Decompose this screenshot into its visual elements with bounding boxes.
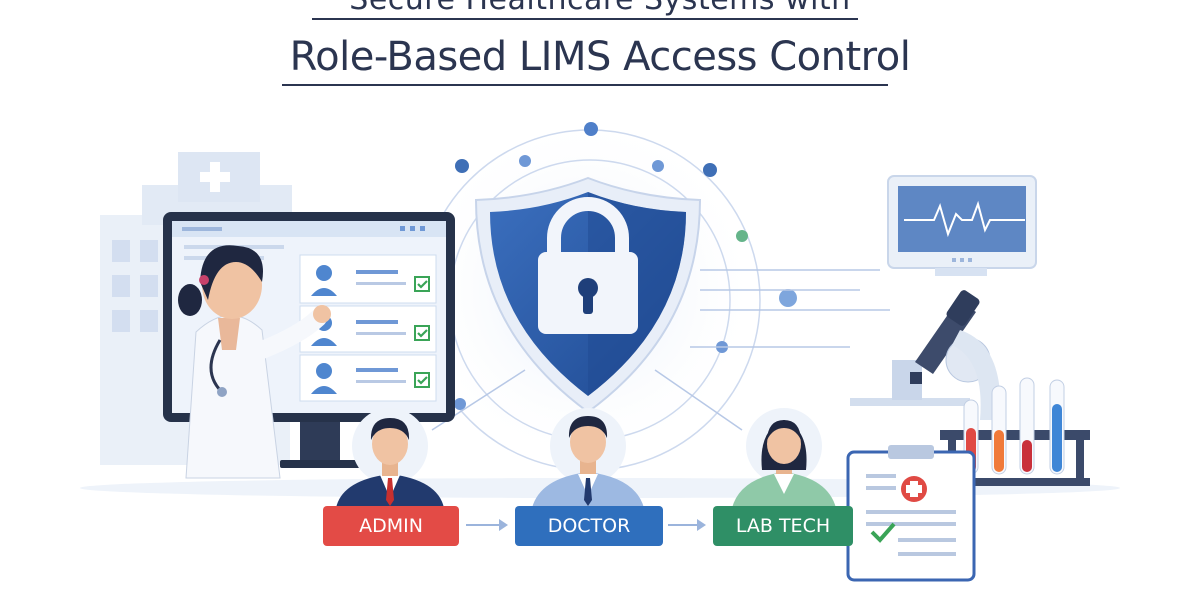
admin-role-button[interactable]: ADMIN xyxy=(323,506,459,546)
heartbeat-monitor-icon xyxy=(887,175,1037,276)
network-nodes xyxy=(393,122,797,410)
lab-tech-avatar xyxy=(732,408,836,508)
doctor-figure xyxy=(178,245,331,479)
title-line-1: Secure Healthcare Systems with xyxy=(0,0,1200,17)
microscope-icon xyxy=(850,290,1001,420)
lab-tech-role-button[interactable]: LAB TECH xyxy=(713,506,853,546)
flow-arrow-2 xyxy=(668,519,706,531)
user-row xyxy=(299,254,437,304)
title-underline-1 xyxy=(312,18,858,20)
flow-arrow-1 xyxy=(466,519,508,531)
shield-lock-icon xyxy=(474,176,702,414)
title-line-2: Role-Based LIMS Access Control xyxy=(289,34,911,80)
doctor-avatar xyxy=(532,408,644,508)
doctor-role-button[interactable]: DOCTOR xyxy=(515,506,663,546)
medical-clipboard-icon xyxy=(846,445,976,582)
user-row xyxy=(299,354,437,402)
title-underline-2 xyxy=(282,84,888,86)
admin-avatar xyxy=(336,408,444,508)
